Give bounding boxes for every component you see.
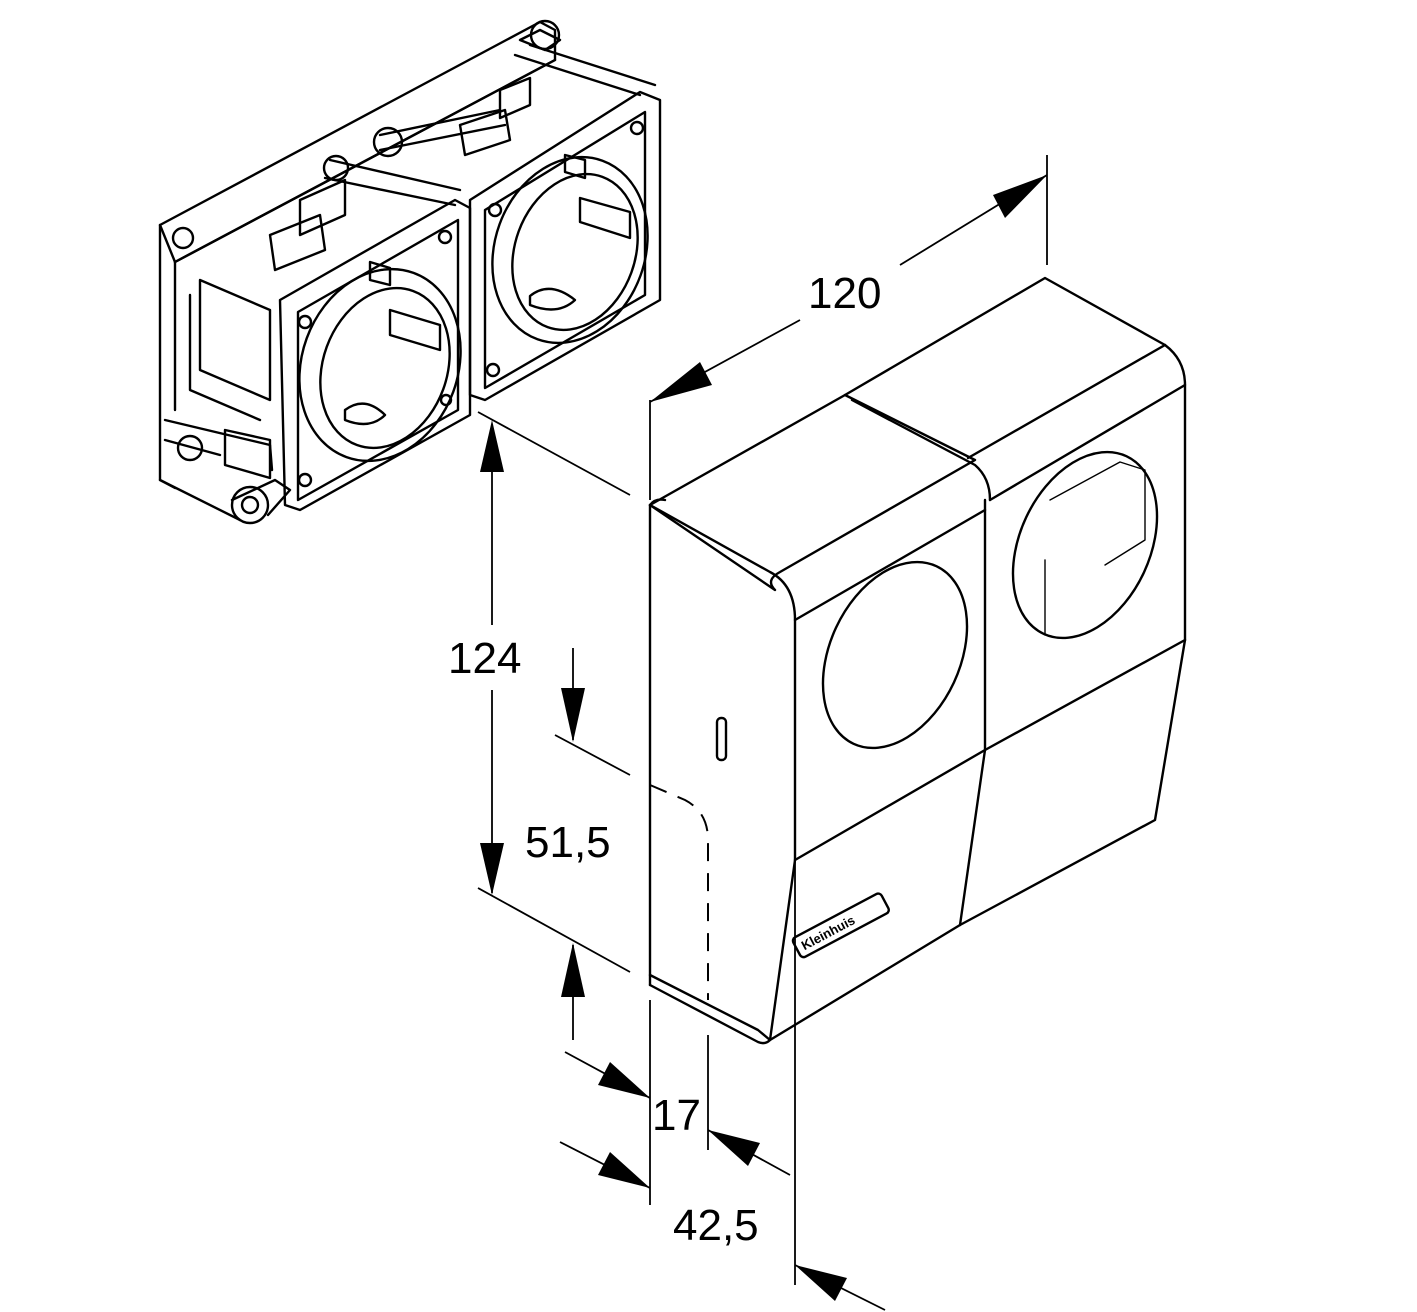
dim-depth-small-label: 17 — [652, 1091, 701, 1140]
dim-depth-total-label: 42,5 — [673, 1201, 759, 1250]
dim-width-label: 120 — [808, 269, 881, 318]
double-socket-insert-icon — [158, 19, 662, 525]
dimension-lines: 120 124 51,5 17 42,5 — [448, 155, 1048, 1311]
dim-lower-height-label: 51,5 — [525, 818, 611, 867]
brand-label: Kleinhuis — [791, 892, 890, 959]
dim-height-label: 124 — [448, 634, 521, 683]
surface-mount-housing-icon: Kleinhuis — [648, 276, 1187, 1045]
